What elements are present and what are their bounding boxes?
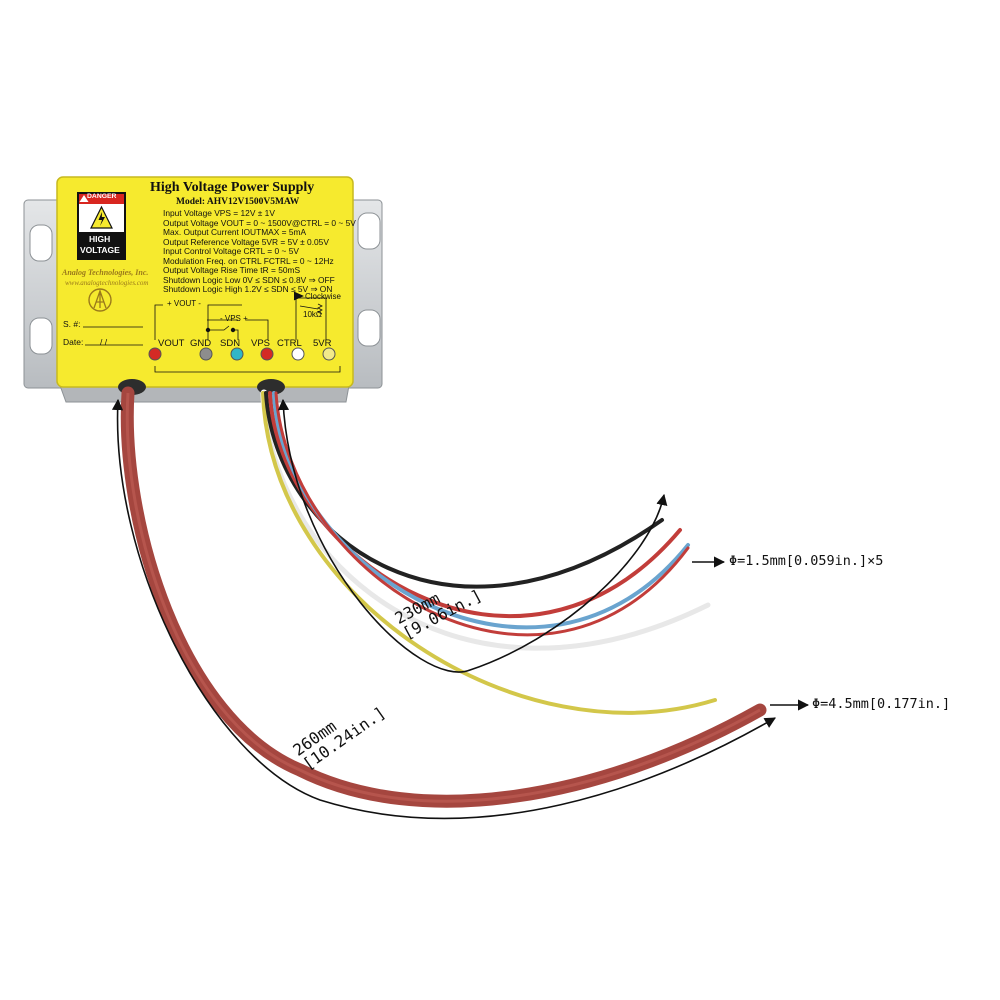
terminal-label: SDN	[220, 338, 241, 349]
spec-line: Input Control Voltage CRTL = 0 ~ 5V	[163, 246, 299, 256]
lightning-icon	[98, 212, 105, 226]
company-logo-icon	[88, 288, 112, 312]
label-model: Model: AHV12V1500V5MAW	[176, 197, 300, 207]
label-sticker	[56, 176, 354, 388]
terminal-label: VOUT	[158, 338, 185, 349]
terminal-label: GND	[190, 338, 212, 349]
spec-line: Input Voltage VPS = 12V ± 1V	[163, 208, 275, 218]
company-website: www.analogtechnologies.com	[65, 279, 149, 287]
spec-line: Max. Output Current IOUTMAX = 5mA	[163, 227, 307, 237]
high-text: HIGH	[89, 234, 111, 244]
voltage-text: VOLTAGE	[80, 245, 120, 255]
spec-line: Shutdown Logic High 1.2V ≤ SDN ≤ 5V ⇒ ON	[163, 284, 333, 294]
vps-bracket-label: - VPS +	[220, 314, 248, 323]
date-slashes: / /	[100, 337, 108, 347]
spec-line: Modulation Freq. on CTRL FCTRL = 0 ~ 12H…	[163, 255, 334, 266]
spec-line: Shutdown Logic Low 0V ≤ SDN ≤ 0.8V ⇒ OFF	[163, 274, 335, 285]
serial-label: S. #:	[63, 319, 81, 329]
terminal-label: CTRL	[277, 338, 302, 349]
thin-wire-bundle	[260, 389, 717, 715]
vout-bracket-label: + VOUT -	[167, 299, 201, 308]
danger-text: DANGER	[87, 193, 117, 200]
date-label: Date:	[63, 337, 84, 347]
pot-label: 10kΩ	[303, 310, 322, 319]
thin-wire-diameter-label: Φ=1.5mm[0.059in.]×5	[729, 553, 884, 569]
spec-line: Output Reference Voltage 5VR = 5V ± 0.05…	[163, 236, 329, 247]
terminal-label: VPS	[251, 338, 271, 349]
dimension-arrows	[111, 398, 810, 820]
terminals	[148, 347, 336, 361]
terminal-label: 5VR	[313, 338, 332, 349]
thick-cable-diameter-label: Φ=4.5mm[0.177in.]	[812, 696, 951, 712]
clockwise-label: Clockwise	[305, 292, 342, 301]
label-title: High Voltage Power Supply	[150, 180, 315, 195]
circuit-diagram	[154, 291, 341, 373]
spec-line: Output Voltage VOUT = 0 ~ 1500V@CTRL = 0…	[163, 217, 356, 228]
spec-line: Output Voltage Rise Time tR = 50mS	[163, 265, 301, 275]
company-name: Analog Technologies, Inc.	[62, 268, 149, 277]
danger-mini-triangle-icon	[79, 195, 89, 202]
danger-sign	[77, 192, 126, 260]
